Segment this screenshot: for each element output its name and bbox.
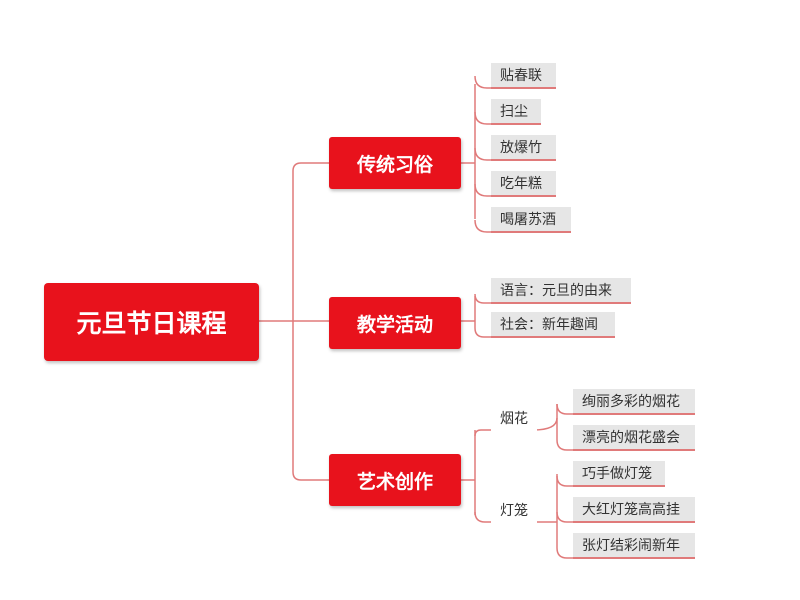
connector-denglong-leaf-2 <box>556 511 573 523</box>
connector-customs-leaf-4 <box>474 183 491 197</box>
leaf-teaching-1: 语言：元旦的由来 <box>491 278 631 304</box>
connector-customs-leaf-1 <box>474 75 491 89</box>
leaf-custom-5: 喝屠苏酒 <box>491 207 571 233</box>
leaf-label: 喝屠苏酒 <box>500 212 556 228</box>
leaf-lanterns-2: 大红灯笼高高挂 <box>573 497 695 523</box>
group-label: 烟花 <box>500 411 528 427</box>
branch-art-creation: 艺术创作 <box>329 454 461 506</box>
root-node: 元旦节日课程 <box>44 283 259 361</box>
leaf-label: 社会：新年趣闻 <box>500 317 598 333</box>
connector-customs-leaf-3 <box>474 147 491 161</box>
leaf-label: 吃年糕 <box>500 176 542 192</box>
connector-teaching-leaf-2 <box>474 327 491 338</box>
leaf-teaching-2: 社会：新年趣闻 <box>491 312 615 338</box>
connector-denglong-leaf-1 <box>556 475 573 487</box>
group-label: 灯笼 <box>500 503 528 519</box>
leaf-label: 扫尘 <box>500 104 528 120</box>
leaf-fireworks-1: 绚丽多彩的烟花 <box>573 389 695 415</box>
connector-yanhua-leaf-2 <box>556 439 573 451</box>
connector-yanhua-leaf-1 <box>556 403 573 415</box>
leaf-lanterns-1: 巧手做灯笼 <box>573 461 665 487</box>
root-label: 元旦节日课程 <box>76 309 227 338</box>
leaf-label: 大红灯笼高高挂 <box>582 502 680 518</box>
branch-label: 教学活动 <box>356 313 433 336</box>
leaf-label: 语言：元旦的由来 <box>500 283 612 299</box>
leaf-label: 漂亮的烟花盛会 <box>582 430 680 446</box>
leaf-custom-3: 放爆竹 <box>491 135 556 161</box>
group-lanterns: 灯笼 <box>491 497 537 523</box>
group-fireworks: 烟花 <box>491 405 537 431</box>
leaf-custom-1: 贴春联 <box>491 63 556 89</box>
leaf-lanterns-3: 张灯结彩闹新年 <box>573 533 695 559</box>
connector-art-group-yanhua <box>474 429 491 437</box>
connector-customs-leaf-5 <box>474 219 491 233</box>
branch-label: 传统习俗 <box>356 153 433 176</box>
leaf-custom-4: 吃年糕 <box>491 171 556 197</box>
connector-root-art <box>292 321 329 481</box>
leaf-label: 放爆竹 <box>500 140 542 156</box>
leaf-fireworks-2: 漂亮的烟花盛会 <box>573 425 695 451</box>
branch-label: 艺术创作 <box>356 470 433 493</box>
branch-traditional-customs: 传统习俗 <box>329 137 461 189</box>
connector-root-customs <box>292 162 329 321</box>
branch-teaching-activities: 教学活动 <box>329 297 461 349</box>
connector-art-group-denglong <box>474 511 491 523</box>
leaf-label: 绚丽多彩的烟花 <box>582 394 680 410</box>
leaf-label: 贴春联 <box>500 68 542 84</box>
connector-customs-leaf-2 <box>474 111 491 125</box>
leaf-label: 巧手做灯笼 <box>582 466 652 482</box>
connector-teaching-leaf-1 <box>474 293 491 304</box>
leaf-label: 张灯结彩闹新年 <box>582 538 680 554</box>
leaf-custom-2: 扫尘 <box>491 99 541 125</box>
connector-denglong-leaf-3 <box>556 547 573 559</box>
